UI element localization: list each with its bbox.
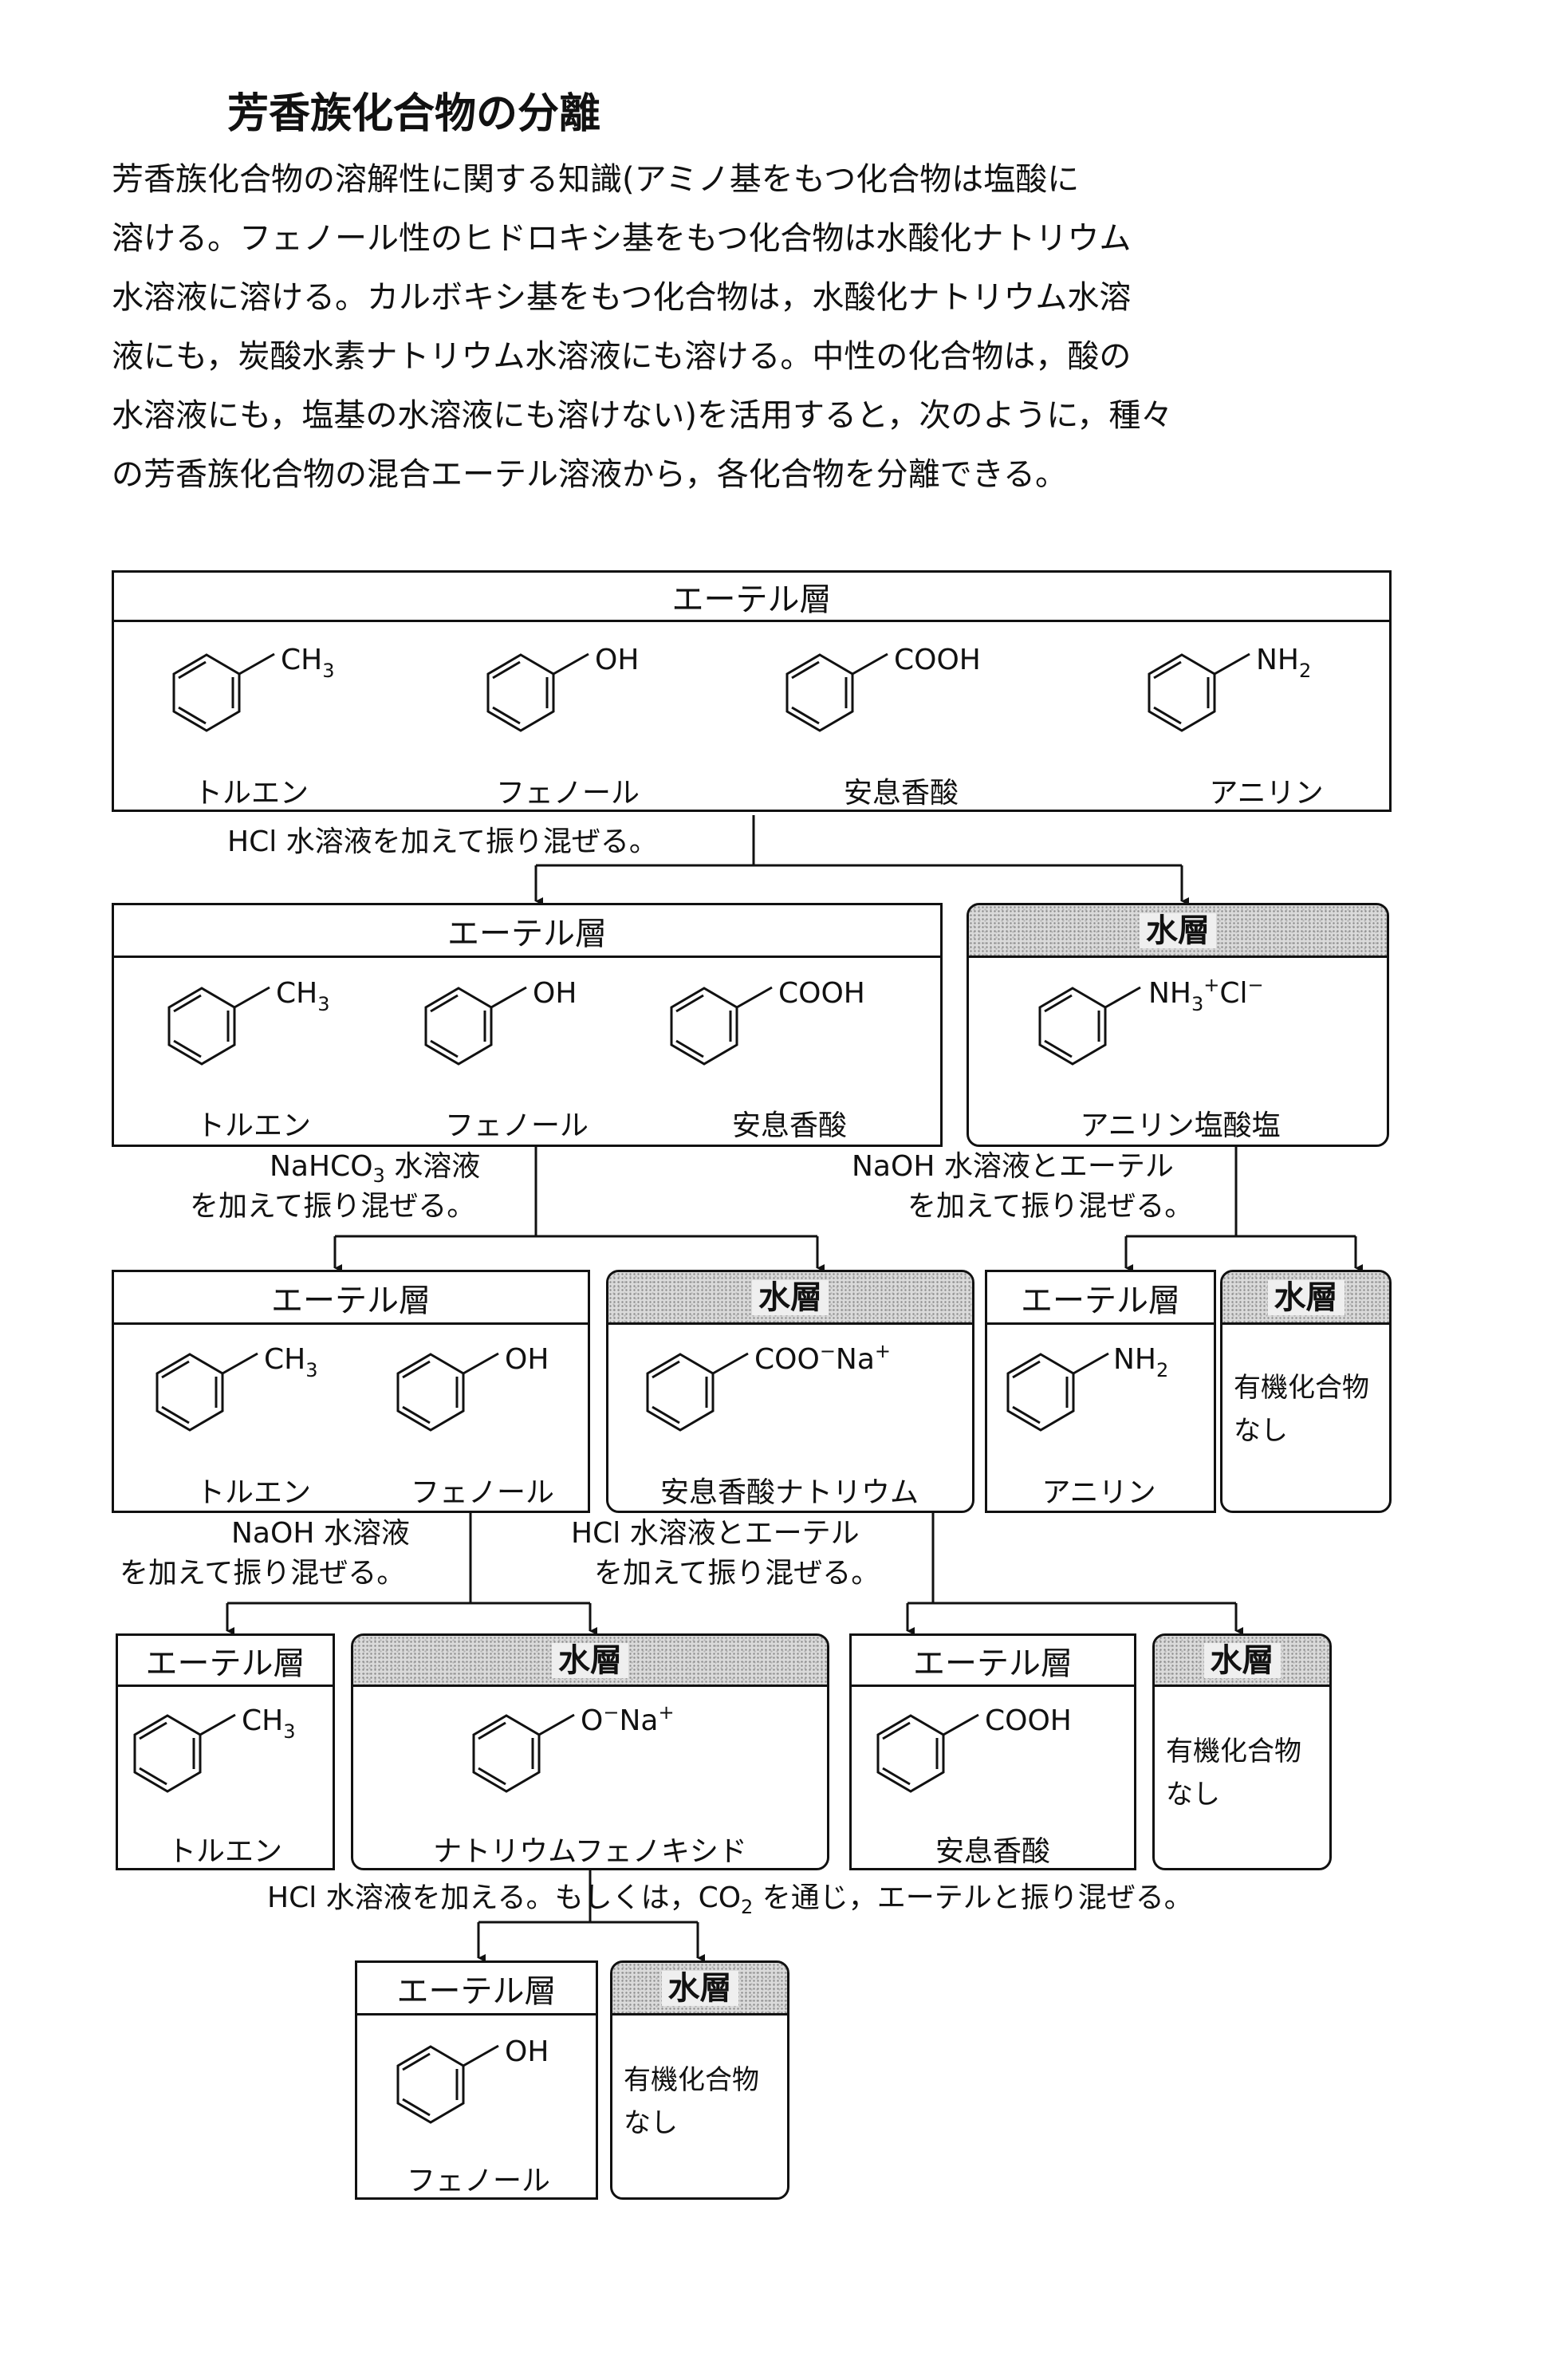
- compound-name-aniline: アニリン: [1209, 777, 1324, 810]
- compound-name-sodium-benzoate: 安息香酸ナトリウム: [659, 1476, 919, 1509]
- layer-header: 水層: [969, 905, 1387, 958]
- benzene-ring-structure: [172, 652, 275, 732]
- substituent-label: CH3: [264, 1343, 318, 1382]
- reagent-step2a: を加えて振り混ぜる。: [190, 1190, 476, 1223]
- ether-layer-5-phenol: エーテル層: [355, 1960, 598, 2200]
- benzene-ring-structure: [156, 1352, 258, 1432]
- substituent-label: OH: [505, 2035, 549, 2068]
- reagent-step2a: NaHCO3 水溶液: [270, 1150, 481, 1187]
- compound-name-benzoic-acid: 安息香酸: [843, 777, 959, 810]
- intro-line: の芳香族化合物の混合エーテル溶液から，各化合物を分離できる。: [112, 456, 1067, 493]
- substituent-label: OH: [505, 1343, 549, 1376]
- substituent-label: CH3: [281, 644, 335, 683]
- layer-header: エーテル層: [118, 1636, 333, 1687]
- benzene-ring-structure: [472, 1713, 575, 1793]
- ether-layer-initial: エーテル層: [112, 570, 1392, 812]
- intro-line: 水溶液に溶ける。カルボキシ基をもつ化合物は，水酸化ナトリウム水溶: [112, 279, 1132, 316]
- benzene-ring-structure: [424, 986, 527, 1066]
- benzene-ring-structure: [1148, 652, 1250, 732]
- layer-header: エーテル層: [852, 1636, 1134, 1687]
- compound-name-phenol: フェノール: [444, 1109, 589, 1142]
- benzene-ring-structure: [670, 986, 773, 1066]
- substituent-label: COO−Na+: [754, 1340, 892, 1376]
- compound-name-sodium-phenoxide: ナトリウムフェノキシド: [433, 1835, 747, 1868]
- compound-name-aniline: アニリン: [1041, 1476, 1156, 1509]
- compound-name-toluene: トルエン: [195, 1476, 312, 1509]
- page-title: 芳香族化合物の分離: [227, 90, 601, 138]
- no-organic-note: 有機化合物なし: [624, 2064, 759, 2139]
- reagent-step4: HCl 水溶液を加える。もしくは，CO2 を通じ，エーテルと振り混ぜる。: [267, 1882, 1193, 1918]
- reagent-step2b: を加えて振り混ぜる。: [907, 1190, 1194, 1223]
- ether-layer-3-aniline: エーテル層: [985, 1270, 1216, 1513]
- substituent-label: CH3: [242, 1704, 296, 1744]
- ether-layer-4-toluene: エーテル層: [116, 1633, 335, 1870]
- layer-header: エーテル層: [987, 1272, 1214, 1325]
- intro-paragraph: 芳香族化合物の溶解性に関する知識(アミノ基をもつ化合物は塩酸に 溶ける。フェノー…: [112, 150, 1419, 504]
- intro-line: 溶ける。フェノール性のヒドロキシ基をもつ化合物は水酸化ナトリウム: [112, 220, 1132, 257]
- water-layer-2: 水層: [967, 903, 1389, 1147]
- substituent-label: COOH: [894, 644, 981, 676]
- water-layer-3-empty: 水層 有機化合物なし: [1220, 1270, 1392, 1513]
- layer-header: エーテル層: [114, 573, 1389, 622]
- substituent-label: NH2: [1256, 644, 1312, 683]
- substituent-label: NH3+Cl−: [1148, 974, 1264, 1015]
- compound-name-toluene: トルエン: [167, 1835, 283, 1868]
- substituent-label: NH2: [1113, 1343, 1169, 1382]
- layer-header: エーテル層: [114, 1272, 588, 1325]
- layer-header: 水層: [612, 1963, 787, 2016]
- intro-line: 液にも，炭酸水素ナトリウム水溶液にも溶ける。中性の化合物は，酸の: [112, 338, 1132, 375]
- layer-header: 水層: [353, 1636, 827, 1687]
- benzene-ring-structure: [486, 652, 589, 732]
- layer-header: 水層: [1155, 1636, 1329, 1687]
- water-layer-4-empty: 水層 有機化合物なし: [1152, 1633, 1332, 1870]
- benzene-ring-structure: [396, 1352, 499, 1432]
- benzene-ring-structure: [1006, 1352, 1109, 1432]
- compound-name-benzoic-acid: 安息香酸: [731, 1109, 848, 1142]
- layer-header: 水層: [608, 1272, 972, 1325]
- substituent-label: COOH: [778, 977, 865, 1010]
- compound-name-toluene: トルエン: [193, 777, 309, 810]
- compound-name-phenol: フェノール: [410, 1476, 555, 1509]
- substituent-label: CH3: [276, 977, 330, 1016]
- ether-layer-3: エーテル層: [112, 1270, 590, 1513]
- water-layer-4-phenoxide: 水層: [351, 1633, 829, 1870]
- benzene-ring-structure: [396, 2044, 499, 2124]
- substituent-label: O−Na+: [581, 1701, 675, 1737]
- benzene-ring-structure: [785, 652, 888, 732]
- layer-header: エーテル層: [357, 1963, 596, 2016]
- reagent-step3a: NaOH 水溶液: [231, 1517, 410, 1550]
- substituent-label: OH: [533, 977, 577, 1010]
- water-layer-5-empty: 水層 有機化合物なし: [610, 1960, 789, 2200]
- no-organic-note: 有機化合物なし: [1166, 1736, 1301, 1811]
- benzene-ring-structure: [646, 1352, 749, 1432]
- ether-layer-4-benzoic: エーテル層: [849, 1633, 1136, 1870]
- intro-line: 水溶液にも，塩基の水溶液にも溶けない)を活用すると，次のように，種々: [112, 397, 1173, 434]
- reagent-step3a: を加えて振り混ぜる。: [120, 1557, 406, 1590]
- benzene-ring-structure: [876, 1713, 979, 1793]
- no-organic-note: 有機化合物なし: [1234, 1372, 1369, 1447]
- compound-name-benzoic-acid: 安息香酸: [935, 1835, 1051, 1868]
- substituent-label: COOH: [985, 1704, 1072, 1737]
- benzene-ring-structure: [1038, 986, 1141, 1066]
- substituent-label: OH: [595, 644, 640, 676]
- reagent-step2b: NaOH 水溶液とエーテル: [852, 1150, 1174, 1183]
- reagent-step3b: を加えて振り混ぜる。: [594, 1557, 880, 1590]
- intro-line: 芳香族化合物の溶解性に関する知識(アミノ基をもつ化合物は塩酸に: [112, 161, 1080, 198]
- benzene-ring-structure: [167, 986, 270, 1066]
- layer-header: 水層: [1222, 1272, 1389, 1325]
- ether-layer-2: エーテル層: [112, 903, 943, 1147]
- compound-name-phenol: フェノール: [406, 2165, 551, 2197]
- compound-name-phenol: フェノール: [495, 777, 640, 810]
- compound-name-toluene: トルエン: [195, 1109, 312, 1142]
- layer-header: エーテル層: [114, 905, 940, 958]
- reagent-step1: HCl 水溶液を加えて振り混ぜる。: [227, 826, 658, 858]
- reagent-step3b: HCl 水溶液とエーテル: [571, 1517, 860, 1550]
- water-layer-3-benzoate: 水層: [606, 1270, 974, 1513]
- compound-name-aniline-hcl: アニリン塩酸塩: [1080, 1109, 1281, 1142]
- benzene-ring-structure: [133, 1713, 236, 1793]
